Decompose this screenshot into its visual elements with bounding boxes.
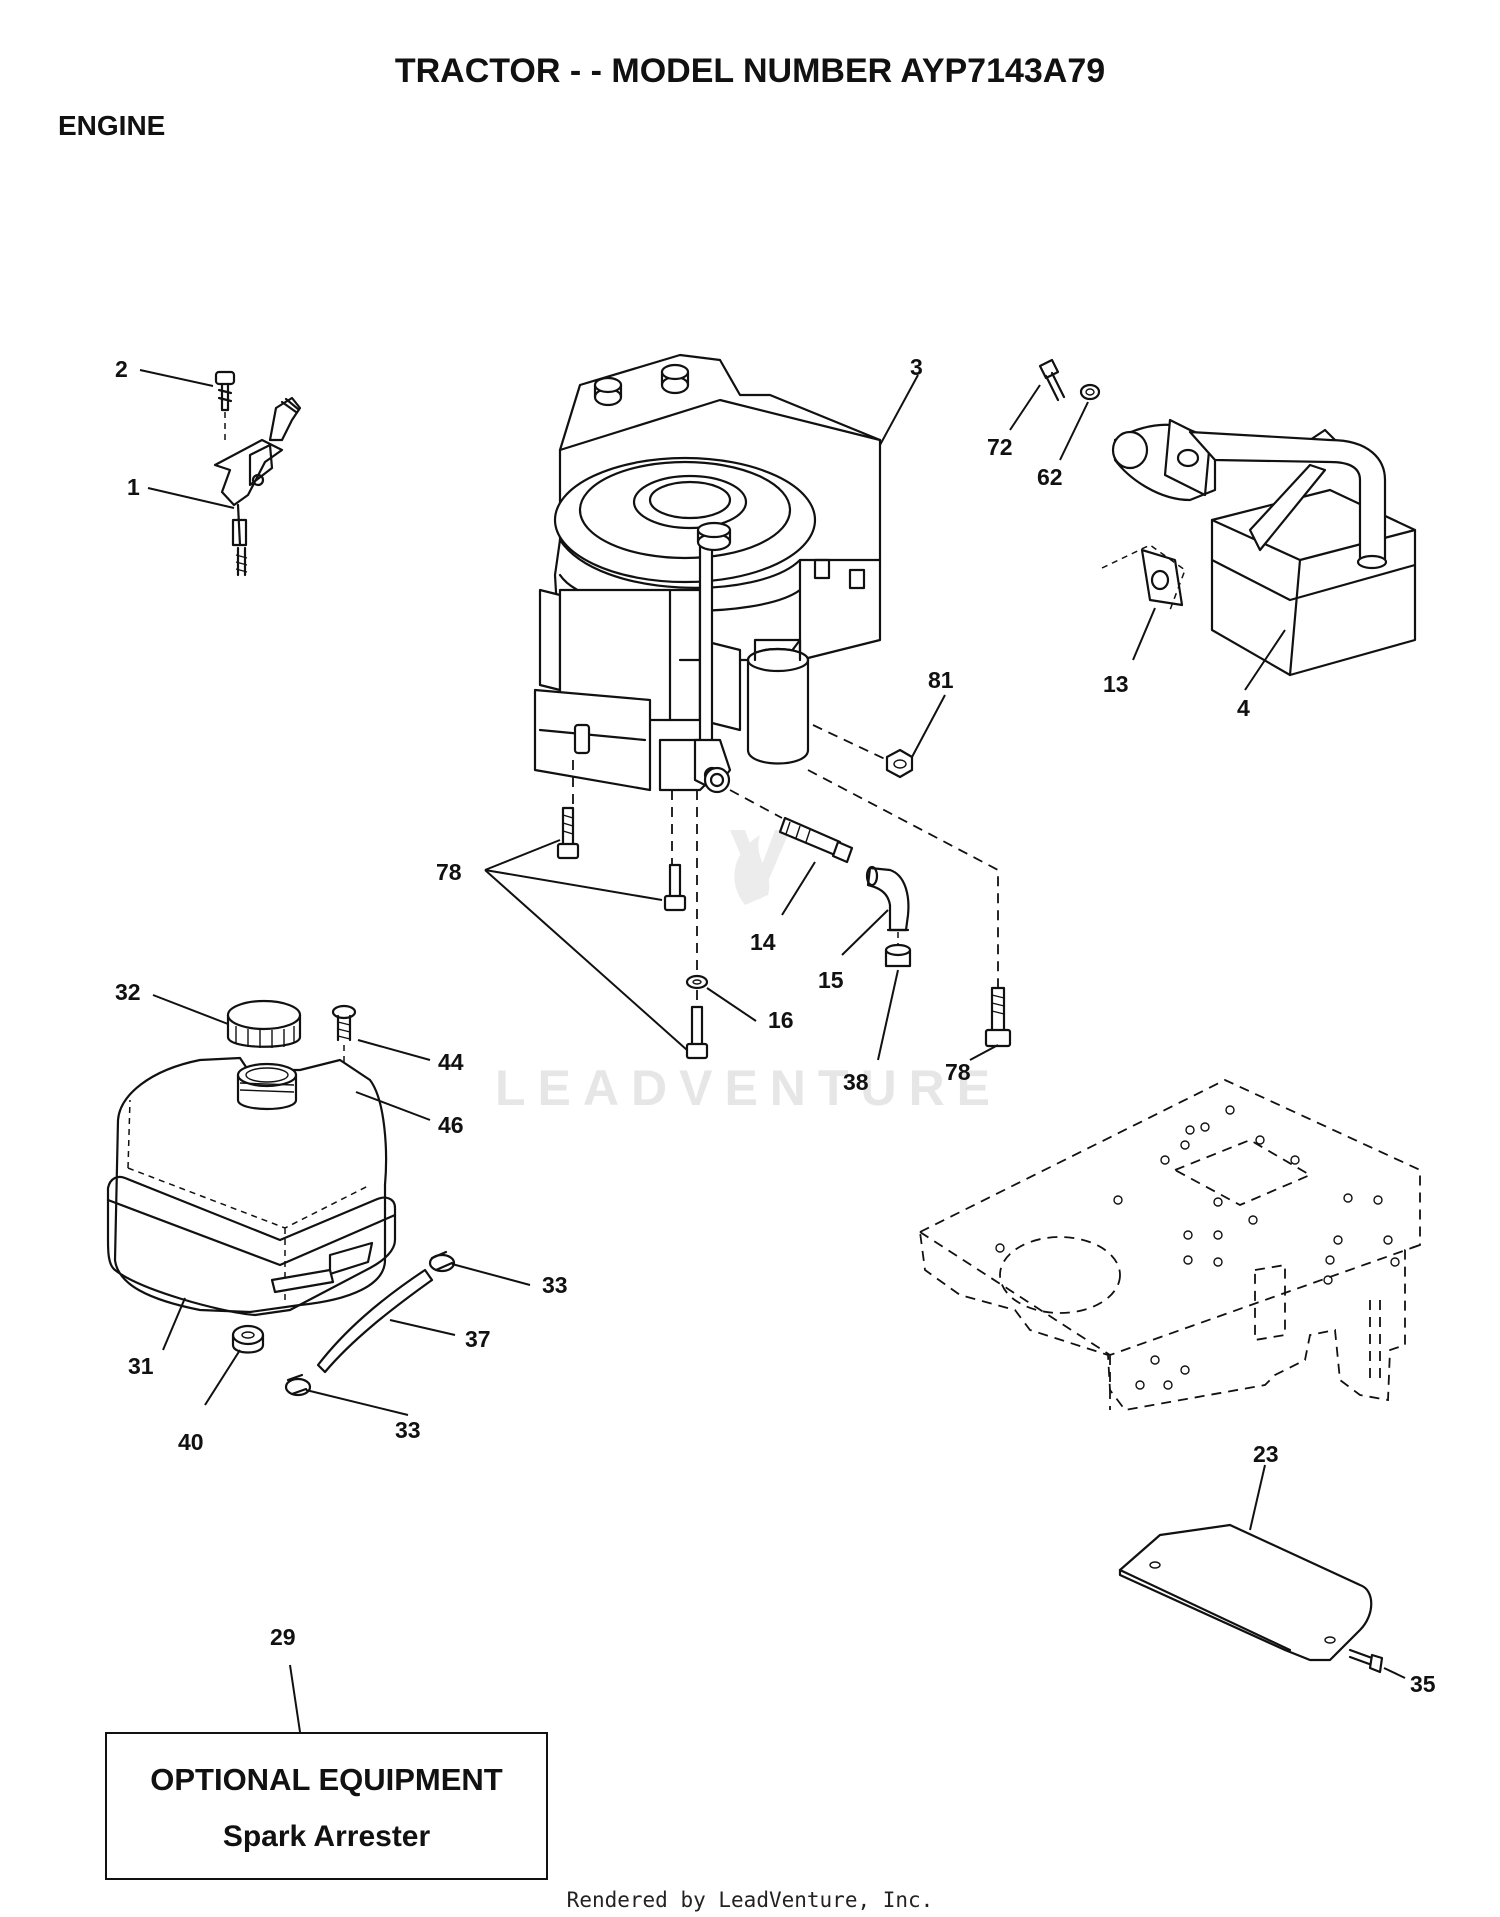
callout-46: 46 bbox=[438, 1112, 464, 1138]
callout-32: 32 bbox=[115, 979, 141, 1005]
page-title: TRACTOR - - MODEL NUMBER AYP7143A79 bbox=[394, 52, 1106, 90]
fuel-cap-part[interactable] bbox=[226, 999, 302, 1048]
callout-31: 31 bbox=[128, 1353, 154, 1379]
callout-33-top: 33 bbox=[542, 1272, 568, 1298]
watermark: LEADVENTURE bbox=[495, 830, 1002, 1116]
callout-3: 3 bbox=[910, 354, 923, 380]
callout-78-left: 78 bbox=[436, 859, 462, 885]
callout-29: 29 bbox=[270, 1624, 296, 1650]
fuel-line-part[interactable] bbox=[284, 1250, 456, 1397]
heat-shield-part[interactable] bbox=[1118, 1523, 1384, 1674]
muffler-part[interactable] bbox=[1038, 358, 1417, 677]
watermark-text: LEADVENTURE bbox=[495, 1060, 1002, 1116]
nut-part[interactable] bbox=[885, 748, 914, 779]
callout-81: 81 bbox=[928, 667, 954, 693]
engine-part[interactable] bbox=[533, 353, 882, 794]
optional-equipment-title: OPTIONAL EQUIPMENT bbox=[150, 1762, 503, 1797]
callout-1: 1 bbox=[127, 474, 140, 500]
chassis-frame bbox=[919, 1079, 1421, 1411]
callout-35: 35 bbox=[1410, 1671, 1436, 1697]
callout-33-bottom: 33 bbox=[395, 1417, 421, 1443]
callout-4: 4 bbox=[1237, 695, 1250, 721]
callout-16: 16 bbox=[768, 1007, 794, 1033]
footer-credit: Rendered by LeadVenture, Inc. bbox=[566, 1888, 934, 1912]
callout-labels: 2 1 3 72 62 13 4 81 78 14 15 16 38 78 32… bbox=[115, 354, 1436, 1697]
assembly-lines bbox=[572, 724, 999, 1007]
spark-arrester-label: Spark Arrester bbox=[222, 1820, 431, 1853]
callout-2: 2 bbox=[115, 356, 128, 382]
callout-72: 72 bbox=[987, 434, 1013, 460]
callout-44: 44 bbox=[438, 1049, 464, 1075]
callout-23: 23 bbox=[1253, 1441, 1279, 1467]
leader-lines bbox=[139, 369, 1406, 1733]
callout-37: 37 bbox=[465, 1326, 491, 1352]
grommet-part[interactable] bbox=[231, 1324, 265, 1354]
optional-equipment-box: OPTIONAL EQUIPMENT Spark Arrester bbox=[105, 1732, 548, 1880]
washer-part[interactable] bbox=[685, 974, 709, 990]
callout-78-right: 78 bbox=[945, 1059, 971, 1085]
section-title: ENGINE bbox=[58, 110, 166, 141]
bolt-part[interactable] bbox=[556, 806, 1012, 1060]
oil-drain-part[interactable] bbox=[778, 816, 912, 968]
fuel-tank-part[interactable] bbox=[106, 1056, 397, 1317]
callout-38: 38 bbox=[843, 1069, 869, 1095]
callout-15: 15 bbox=[818, 967, 844, 993]
callout-13: 13 bbox=[1103, 671, 1129, 697]
throttle-control-part[interactable] bbox=[213, 370, 302, 577]
callout-40: 40 bbox=[178, 1429, 204, 1455]
callout-62: 62 bbox=[1037, 464, 1063, 490]
callout-14: 14 bbox=[750, 929, 776, 955]
